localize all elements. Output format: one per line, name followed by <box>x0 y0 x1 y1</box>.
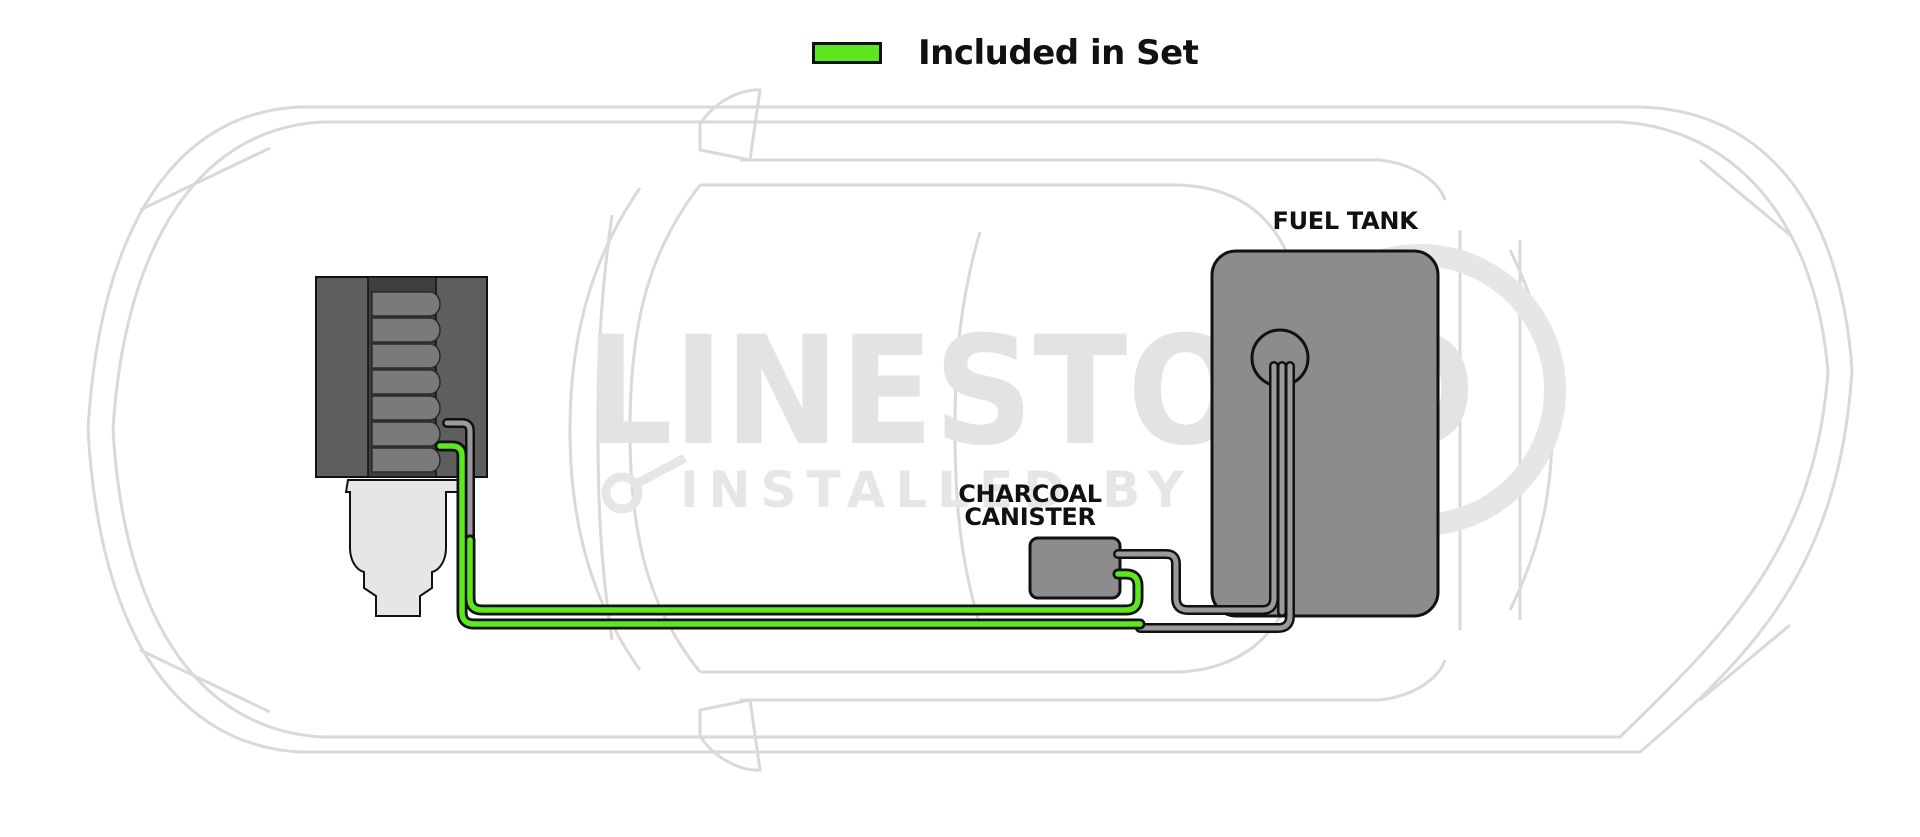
charcoal-canister <box>1028 536 1122 600</box>
charcoal-canister-label-line1: CHARCOAL <box>958 480 1102 508</box>
transmission <box>344 479 459 617</box>
wrench-icon <box>601 454 688 514</box>
fuel-tank-label-text: FUEL TANK <box>1272 207 1418 235</box>
charcoal-canister-label: CHARCOAL CANISTER <box>955 480 1105 531</box>
legend: Included in Set <box>812 28 1199 78</box>
existing-lines <box>442 361 1295 633</box>
fuel-tank <box>1210 249 1440 618</box>
included-lines <box>434 440 1146 630</box>
legend-swatch <box>812 42 882 64</box>
legend-label: Included in Set <box>918 33 1199 73</box>
fuel-tank-label: FUEL TANK <box>1270 207 1420 235</box>
charcoal-canister-label-line2: CANISTER <box>964 503 1096 531</box>
watermark-tagline: INSTALLED BY A <box>680 461 1270 519</box>
